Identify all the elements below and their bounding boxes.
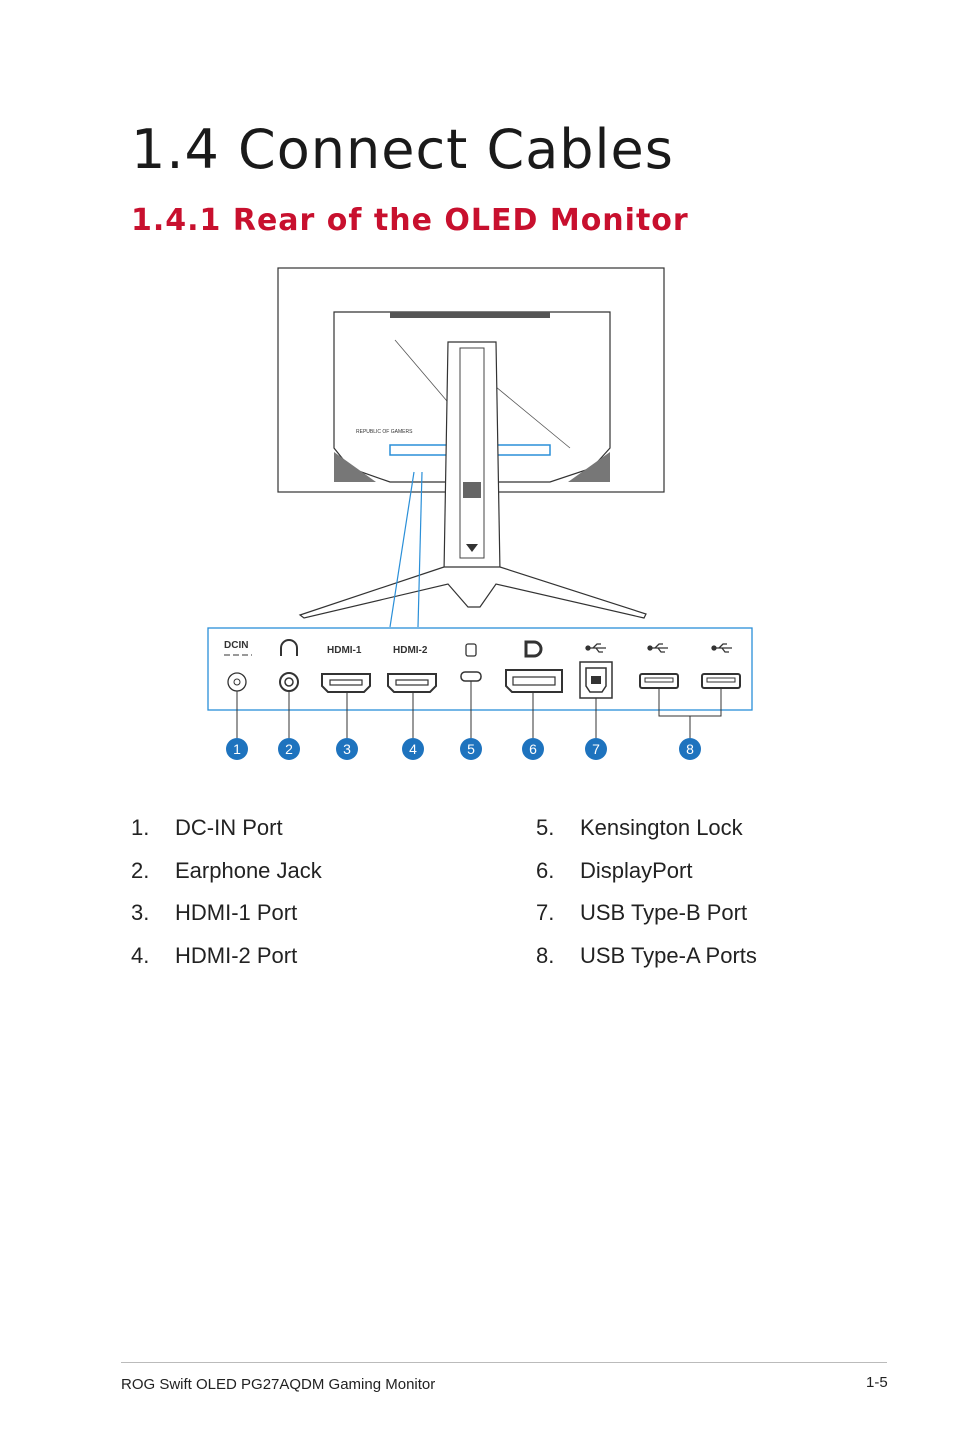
section-title: 1.4.1 Rear of the OLED Monitor: [131, 203, 689, 238]
hdmi2-label: HDMI-2: [393, 645, 428, 656]
list-item: 5.Kensington Lock: [536, 815, 743, 840]
page-title: 1.4 Connect Cables: [131, 118, 674, 181]
svg-text:4: 4: [409, 741, 417, 757]
page-number: 1-5: [866, 1374, 888, 1391]
list-item: 4.HDMI-2 Port: [131, 942, 298, 968]
dcin-label: DCIN: [224, 640, 248, 651]
usb-icon: [647, 643, 668, 653]
callout-badge: 8: [679, 738, 701, 760]
hdmi1-port: [321, 673, 371, 693]
callout-badge: 4: [402, 738, 424, 760]
hdmi1-label: HDMI-1: [327, 645, 362, 656]
displayport-port: [505, 669, 563, 693]
list-item: 6.DisplayPort: [536, 857, 693, 883]
svg-text:8: 8: [686, 741, 694, 757]
monitor-rear-diagram: REPUBLIC OF GAMERS DCIN HDMI-1 HDMI-2: [207, 267, 753, 760]
list-item: 3.HDMI-1 Port: [131, 900, 298, 925]
stand-neck: [443, 341, 501, 573]
list-item: 8.USB Type-A Ports: [536, 942, 757, 968]
list-item: 7.USB Type-B Port: [536, 900, 748, 925]
callout-badge: 2: [278, 738, 300, 760]
list-item: 2.Earphone Jack: [131, 857, 322, 883]
callout-badge: 1: [226, 738, 248, 760]
displayport-icon: [524, 640, 543, 658]
svg-text:7: 7: [592, 741, 600, 757]
svg-text:2: 2: [285, 741, 293, 757]
callout-badge: 5: [460, 738, 482, 760]
usb-icon: [585, 643, 606, 653]
list-item: 1.DC-IN Port: [131, 815, 283, 840]
svg-text:3: 3: [343, 741, 351, 757]
callout-badge: 7: [585, 738, 607, 760]
stand-base: [298, 566, 647, 619]
port-panel: [207, 627, 753, 711]
port-legend-right: 5.Kensington Lock 6.DisplayPort 7.USB Ty…: [536, 815, 757, 985]
hdmi2-port: [387, 673, 437, 693]
callout-badge: 3: [336, 738, 358, 760]
callout-badge: 6: [522, 738, 544, 760]
headphone-icon: [280, 639, 298, 656]
footer-product-name: ROG Swift OLED PG27AQDM Gaming Monitor: [121, 1376, 436, 1393]
kensington-lock-icon: [465, 643, 477, 657]
brand-logo: REPUBLIC OF GAMERS: [356, 429, 413, 435]
svg-text:1: 1: [233, 741, 241, 757]
footer-divider: [121, 1362, 887, 1363]
usb-icon: [711, 643, 732, 653]
port-legend-left: 1.DC-IN Port 2.Earphone Jack 3.HDMI-1 Po…: [131, 815, 322, 985]
svg-text:6: 6: [529, 741, 537, 757]
svg-text:5: 5: [467, 741, 475, 757]
